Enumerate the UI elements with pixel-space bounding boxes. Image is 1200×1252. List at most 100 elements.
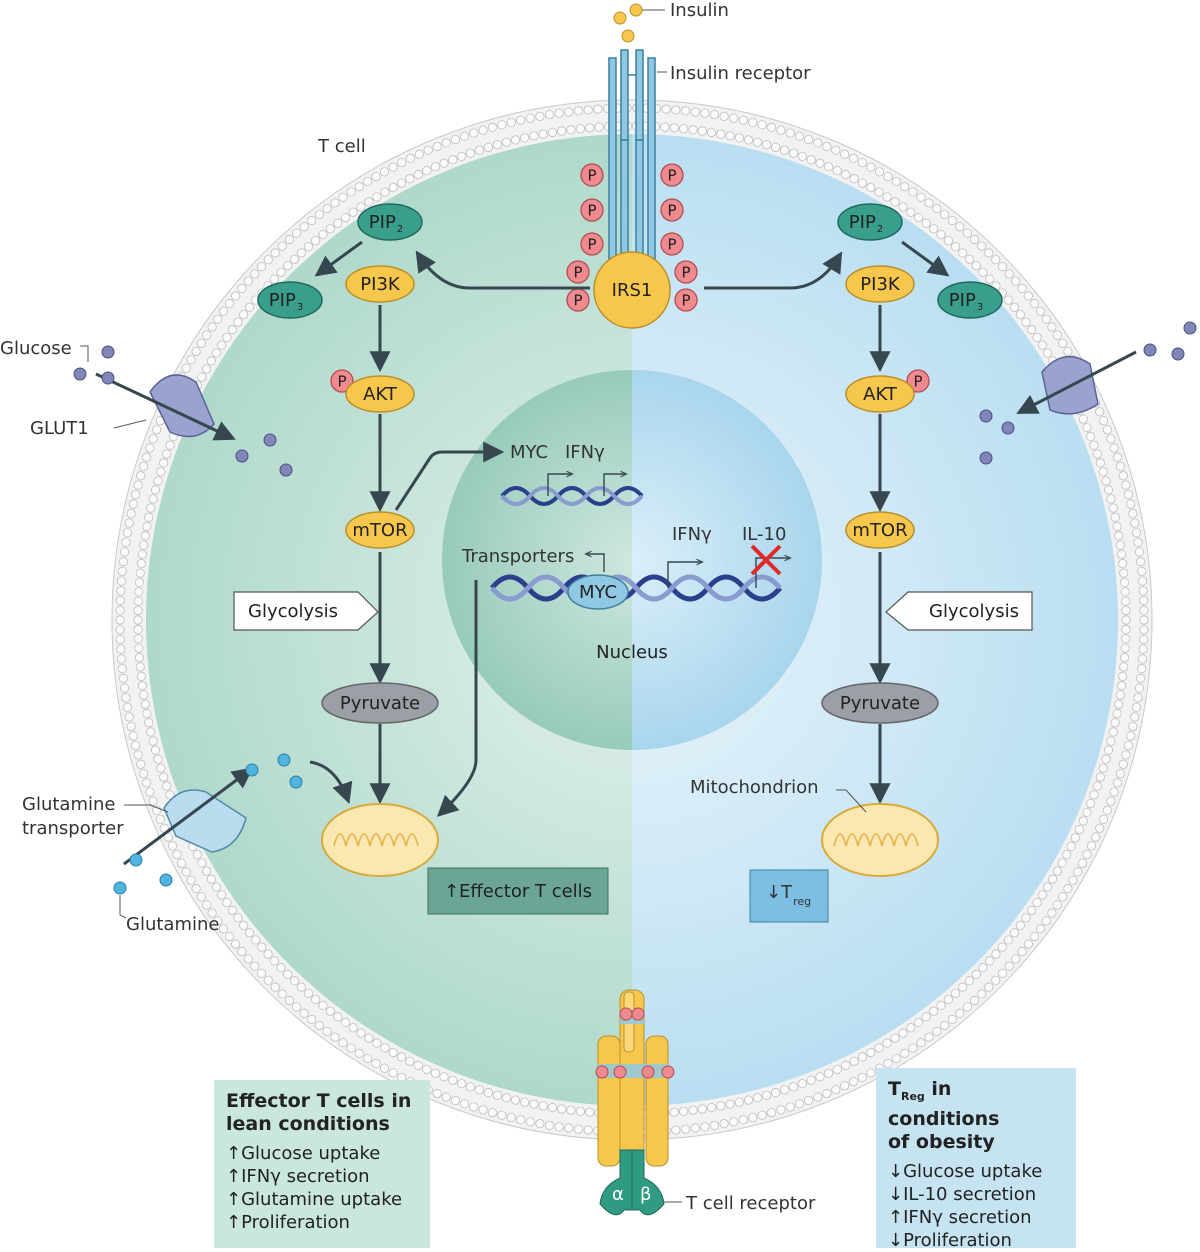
obese-line-2: ↓IL-10 secretion	[888, 1183, 1037, 1205]
phosphate-label: P	[573, 292, 582, 310]
dna-top	[500, 486, 644, 506]
obese-line-3: ↑IFNγ secretion	[888, 1206, 1032, 1228]
tcr-alpha-label: α	[612, 1184, 624, 1205]
phosphate-label: P	[587, 236, 596, 254]
phosphate-group: P	[330, 369, 354, 393]
phosphate-label: P	[667, 202, 676, 220]
phosphate-group: P	[660, 232, 684, 256]
irs1-label: IRS1	[612, 280, 653, 301]
lean-line-2: ↑IFNγ secretion	[226, 1166, 370, 1187]
pip3-right-label: PIP3	[949, 290, 983, 313]
glutamine-label: Glutamine	[126, 914, 219, 935]
glut1-label: GLUT1	[30, 418, 89, 439]
pyruvate-left-label: Pyruvate	[340, 693, 420, 714]
phosphate-group: P	[566, 288, 590, 312]
akt-left-node: AKT	[345, 375, 415, 413]
phosphate-label: P	[587, 202, 596, 220]
glycolysis-callout-left: Glycolysis	[233, 591, 379, 631]
mitochondrion-label: Mitochondrion	[690, 777, 819, 798]
glycolysis-right-label: Glycolysis	[929, 601, 1019, 622]
nucleus-label: Nucleus	[596, 642, 668, 663]
pyruvate-right-node: Pyruvate	[821, 682, 939, 724]
obese-line-1: ↓Glucose uptake	[888, 1160, 1043, 1182]
lean-line-4: ↑Proliferation	[226, 1212, 350, 1233]
irs1-node: IRS1	[593, 251, 671, 329]
glut1-transporter-left	[95, 372, 236, 441]
akt-left-label: AKT	[363, 384, 398, 405]
glucose-molecules-right	[979, 321, 1197, 465]
glycolysis-left-label: Glycolysis	[248, 601, 338, 622]
obese-box-title-rest: in conditions	[888, 1078, 1000, 1130]
t-cell-label: T cell	[317, 136, 366, 157]
lean-box-title-2: lean conditions	[226, 1113, 390, 1135]
pip3-left-node: PIP3	[257, 281, 323, 319]
mtor-right-label: mTOR	[852, 520, 907, 541]
phosphate-label: P	[667, 236, 676, 254]
glutamine-transporter-label-2: transporter	[22, 818, 124, 839]
ifng-gene-label-bottom: IFNγ	[672, 524, 712, 545]
glutamine-molecules	[113, 753, 303, 895]
mitochondrion-left	[321, 803, 439, 877]
akt-right-node: AKT	[845, 375, 915, 413]
il10-gene-label: IL-10	[742, 524, 786, 545]
transporters-label: Transporters	[461, 546, 574, 567]
obese-box-title-t: T	[888, 1078, 901, 1100]
phosphate-label: P	[681, 264, 690, 282]
akt-right-label: AKT	[863, 384, 898, 405]
gene-promoters	[547, 474, 790, 588]
glucose-label: Glucose	[0, 338, 72, 359]
pip2-right-label: PIP2	[849, 212, 883, 235]
dna-bottom	[490, 574, 782, 602]
phosphate-group: P	[580, 198, 604, 222]
glycolysis-callout-right: Glycolysis	[885, 591, 1033, 631]
tcr-beta-label: β	[640, 1184, 652, 1205]
phosphate-group: P	[660, 163, 684, 187]
glucose-molecules-left	[73, 345, 293, 477]
phosphate-label: P	[913, 373, 922, 391]
lean-line-3: ↑Glutamine uptake	[226, 1189, 403, 1210]
mtor-right-node: mTOR	[845, 511, 915, 549]
insulin-molecules	[613, 3, 665, 43]
mtor-left-label: mTOR	[352, 520, 407, 541]
effector-outcome-box: ↑Effector T cells	[427, 867, 609, 915]
phosphate-group: P	[580, 163, 604, 187]
treg-outcome-label: ↓Treg	[766, 882, 811, 908]
pathway-arrows	[309, 240, 950, 817]
phosphate-group: P	[674, 288, 698, 312]
insulin-receptor-label: Insulin receptor	[670, 63, 811, 84]
pip2-left-label: PIP2	[369, 212, 403, 235]
lean-line-1: ↑Glucose uptake	[226, 1143, 381, 1164]
pi3k-left-node: PI3K	[345, 265, 415, 303]
myc-protein-label: MYC	[579, 582, 617, 603]
myc-protein: MYC	[567, 574, 629, 610]
mitochondrion-right	[821, 803, 939, 877]
phosphate-label: P	[667, 167, 676, 185]
pip2-left-node: PIP2	[357, 203, 423, 241]
glutamine-transporter	[123, 767, 254, 866]
phosphate-label: P	[573, 264, 582, 282]
nucleus	[442, 370, 822, 750]
il10-blocked-cross	[750, 544, 782, 576]
mtor-left-node: mTOR	[345, 511, 415, 549]
glutamine-transporter-label-1: Glutamine	[22, 794, 115, 815]
pyruvate-right-label: Pyruvate	[840, 693, 920, 714]
tcr-label: T cell receptor	[685, 1193, 816, 1214]
obese-box-title-sub: Reg	[900, 1089, 925, 1103]
t-cell-receptor	[595, 989, 675, 1216]
glut1-transporter-right	[1016, 350, 1137, 415]
phosphate-group: P	[906, 369, 930, 393]
pip2-right-node: PIP2	[837, 203, 903, 241]
pi3k-left-label: PI3K	[360, 274, 401, 295]
pyruvate-left-node: Pyruvate	[321, 682, 439, 724]
phosphate-label: P	[587, 167, 596, 185]
pip3-left-label: PIP3	[269, 290, 303, 313]
lean-box-title-1: Effector T cells in	[226, 1090, 412, 1112]
obese-box-title-2: of obesity	[888, 1130, 995, 1153]
ifng-gene-label-top: IFNγ	[565, 442, 605, 463]
phosphate-group: P	[580, 232, 604, 256]
insulin-receptor	[608, 49, 656, 289]
pi3k-right-node: PI3K	[845, 265, 915, 303]
phosphate-label: P	[337, 373, 346, 391]
phosphate-label: P	[681, 292, 690, 310]
